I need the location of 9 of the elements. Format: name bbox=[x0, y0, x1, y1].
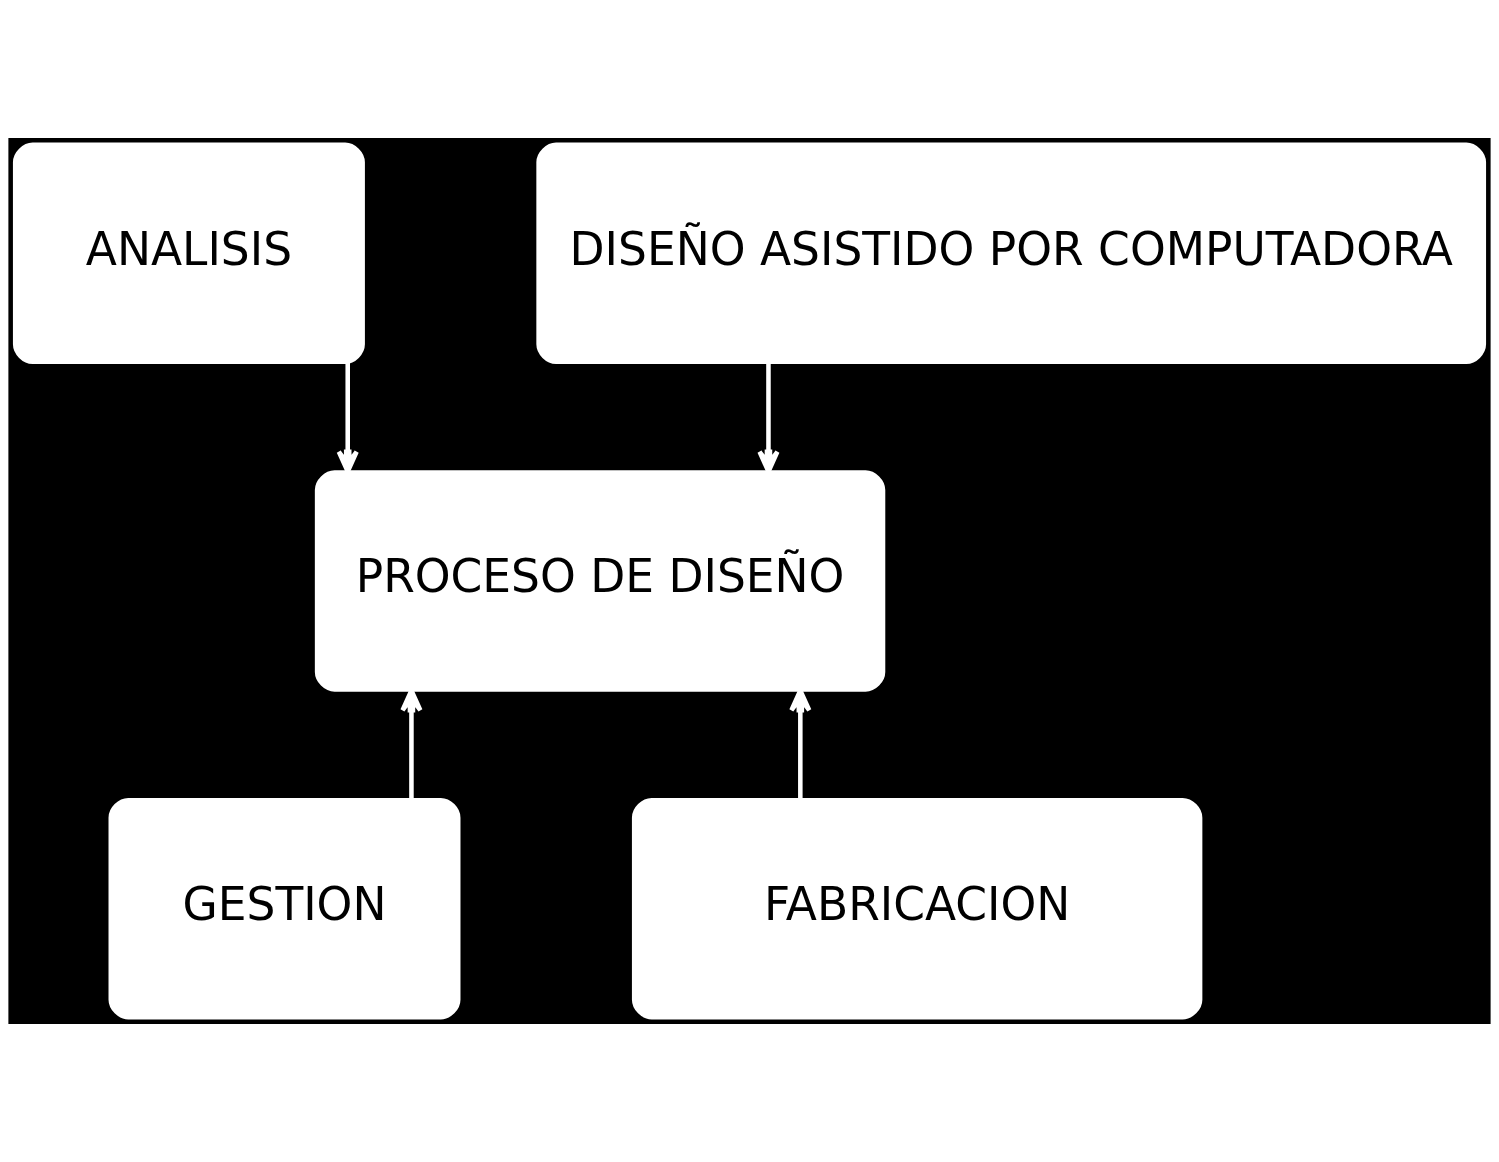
node-box: GESTION bbox=[108, 797, 461, 1020]
node-box: ANALISIS bbox=[12, 142, 365, 365]
arrow bbox=[757, 362, 780, 474]
arrow bbox=[789, 688, 812, 800]
arrow bbox=[336, 362, 359, 474]
arrow bbox=[400, 688, 423, 800]
node-box: PROCESO DE DISEÑO bbox=[314, 470, 886, 692]
node-box: DISEÑO ASISTIDO POR COMPUTADORA bbox=[536, 142, 1487, 365]
node-box: FABRICACION bbox=[631, 797, 1203, 1020]
